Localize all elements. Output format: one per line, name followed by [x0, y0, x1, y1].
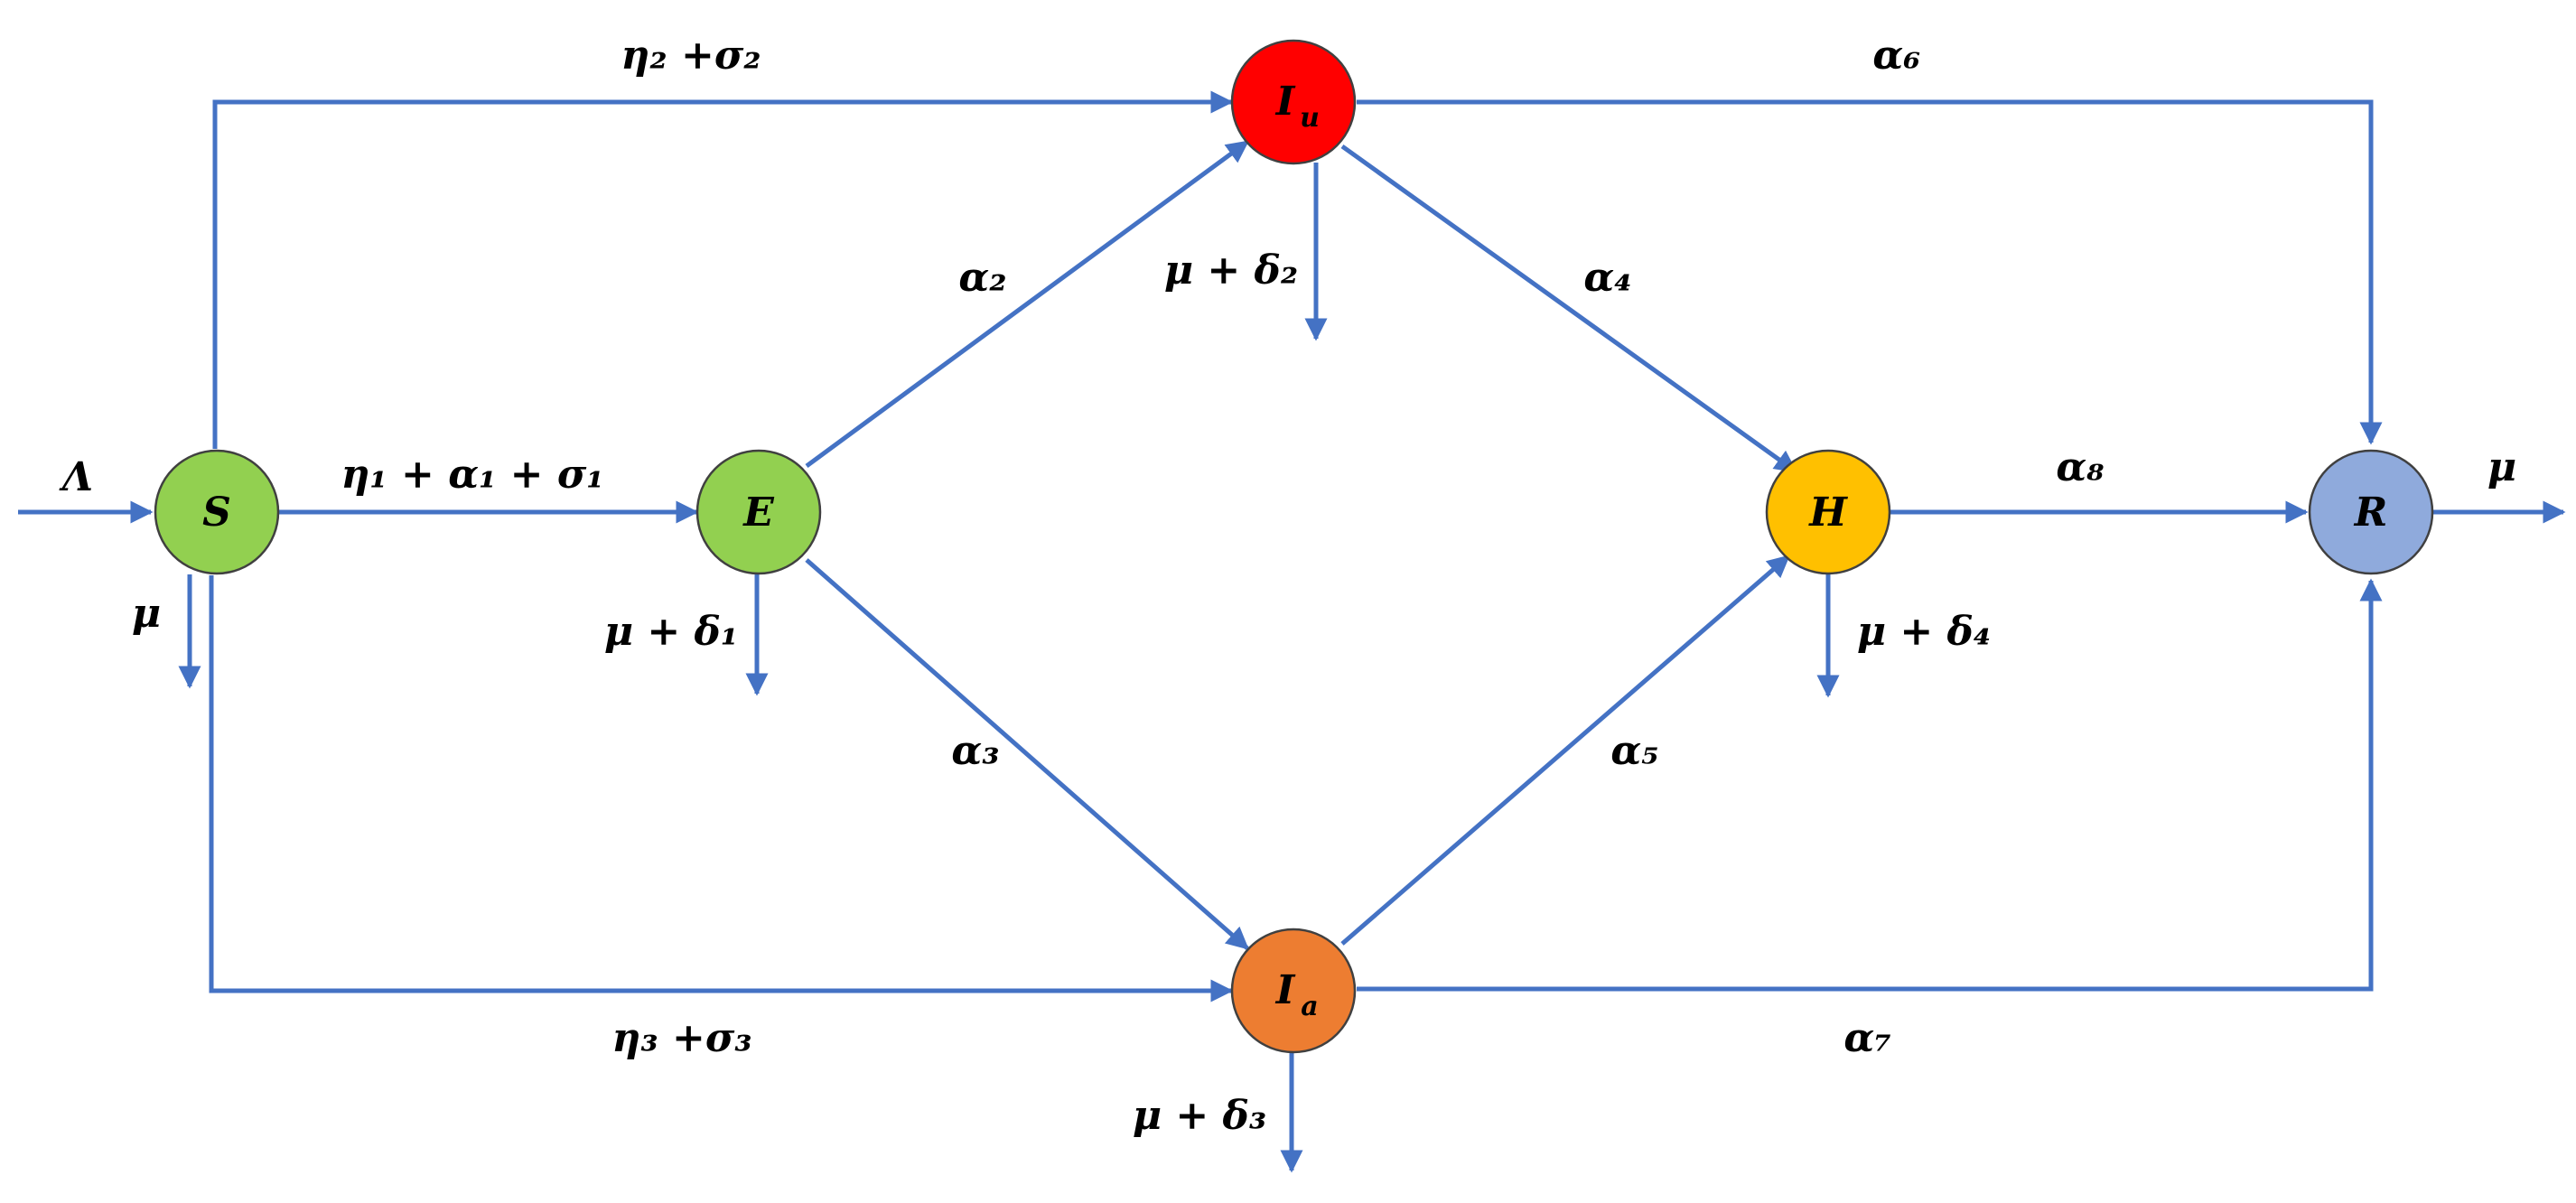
node-s: S	[154, 449, 280, 575]
label-ia-to-r: α₇	[1843, 1015, 1891, 1061]
node-r-label: R	[2353, 490, 2388, 536]
node-r: R	[2308, 449, 2434, 575]
edges	[18, 90, 2566, 1173]
arrow-s-to-ia	[209, 575, 1234, 1002]
label-e-to-iu: α₂	[958, 255, 1006, 301]
label-h-to-r: α₈	[2056, 444, 2104, 490]
label-iu-death: μ + δ₂	[1164, 247, 1298, 294]
label-iu-to-h: α₄	[1583, 255, 1631, 301]
node-s-label: S	[202, 490, 231, 536]
node-h-label: H	[1807, 490, 1848, 536]
node-e: E	[695, 449, 822, 575]
label-r-death: μ	[2487, 444, 2516, 490]
label-e-to-ia: α₃	[951, 728, 999, 774]
node-iu: I u	[1230, 39, 1357, 165]
node-iu-label: I	[1274, 79, 1296, 125]
node-r-circle	[2308, 449, 2434, 575]
node-ia: I a	[1230, 928, 1357, 1054]
node-s-circle	[154, 449, 280, 575]
arrow-e-to-iu	[805, 139, 1250, 469]
arrow-s-to-iu	[212, 90, 1234, 449]
label-e-death: μ + δ₁	[604, 609, 738, 655]
label-ia-death: μ + δ₃	[1133, 1093, 1266, 1139]
arrow-e-to-ia	[805, 558, 1249, 950]
node-ia-circle	[1230, 928, 1357, 1054]
label-s-to-iu: η₂ +σ₂	[621, 33, 761, 79]
label-s-to-ia: η₃ +σ₃	[611, 1015, 751, 1061]
arrow-ia-to-h	[1340, 555, 1790, 946]
label-iu-to-r: α₆	[1872, 33, 1920, 79]
node-e-circle	[695, 449, 822, 575]
label-s-to-e: η₁ + α₁ + σ₁	[341, 452, 603, 498]
label-lambda-in: Λ	[59, 454, 93, 500]
arrow-iu-to-r	[1357, 99, 2383, 445]
arrow-iu-to-h	[1340, 144, 1798, 474]
edge-labels: Λ μ η₁ + α₁ + σ₁ η₂ +σ₂ η₃ +σ₃ μ + δ₁ α₂…	[59, 33, 2516, 1139]
node-ia-subscript: a	[1301, 991, 1318, 1022]
label-s-death: μ	[132, 591, 161, 637]
node-e-label: E	[742, 490, 775, 536]
node-h: H	[1765, 449, 1891, 575]
label-ia-to-h: α₅	[1610, 728, 1658, 774]
node-h-circle	[1765, 449, 1891, 575]
node-iu-circle	[1230, 39, 1357, 165]
node-ia-label: I	[1274, 967, 1296, 1013]
node-iu-subscript: u	[1300, 102, 1320, 134]
label-h-death: μ + δ₄	[1857, 609, 1991, 655]
arrow-ia-to-r	[1357, 578, 2383, 992]
